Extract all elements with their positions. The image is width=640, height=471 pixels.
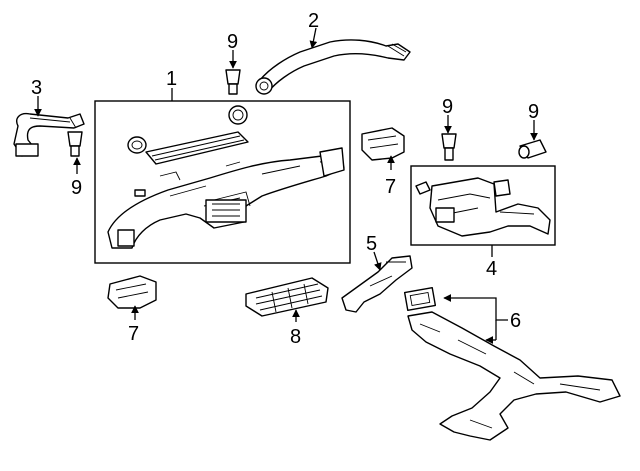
part-5-floor-duct [341,255,413,313]
part-1-frame [94,100,351,264]
callout-9-right: 9 [528,101,539,123]
callout-7-lower: 7 [128,323,139,345]
part-7-vent-lower [107,275,157,309]
part-9-clip-b [67,131,83,157]
callout-1: 1 [166,68,177,90]
callout-4: 4 [486,258,497,280]
part-3-side-duct [13,112,85,157]
callout-2: 2 [308,10,319,32]
callout-8: 8 [290,326,301,348]
part-1-main-duct-group [94,100,351,264]
callout-3: 3 [31,77,42,99]
callout-labels: 1 2 3 4 5 6 7 7 8 9 9 9 9 [31,10,539,348]
part-1-grille [145,131,249,165]
callout-5: 5 [366,233,377,255]
callout-9-middle: 9 [442,96,453,118]
part-9-clip-c [441,133,457,161]
callout-9-top: 9 [227,31,238,53]
part-6-floor-duct-assembly [403,287,621,441]
part-2-upper-duct [255,39,411,95]
part-8-register [245,277,329,317]
part-4-frame [410,165,556,246]
callout-6: 6 [510,310,521,332]
leader-lines [34,27,538,344]
callout-7-upper: 7 [385,176,396,198]
callout-9-left: 9 [71,177,82,199]
part-9-clip-a [225,69,241,95]
part-7-vent-upper [361,127,405,161]
part-1-gasket-left [127,136,147,154]
part-1-gasket-top [228,105,248,125]
part-4-duct-assembly-group [410,165,556,246]
part-9-clip-d [518,139,547,159]
